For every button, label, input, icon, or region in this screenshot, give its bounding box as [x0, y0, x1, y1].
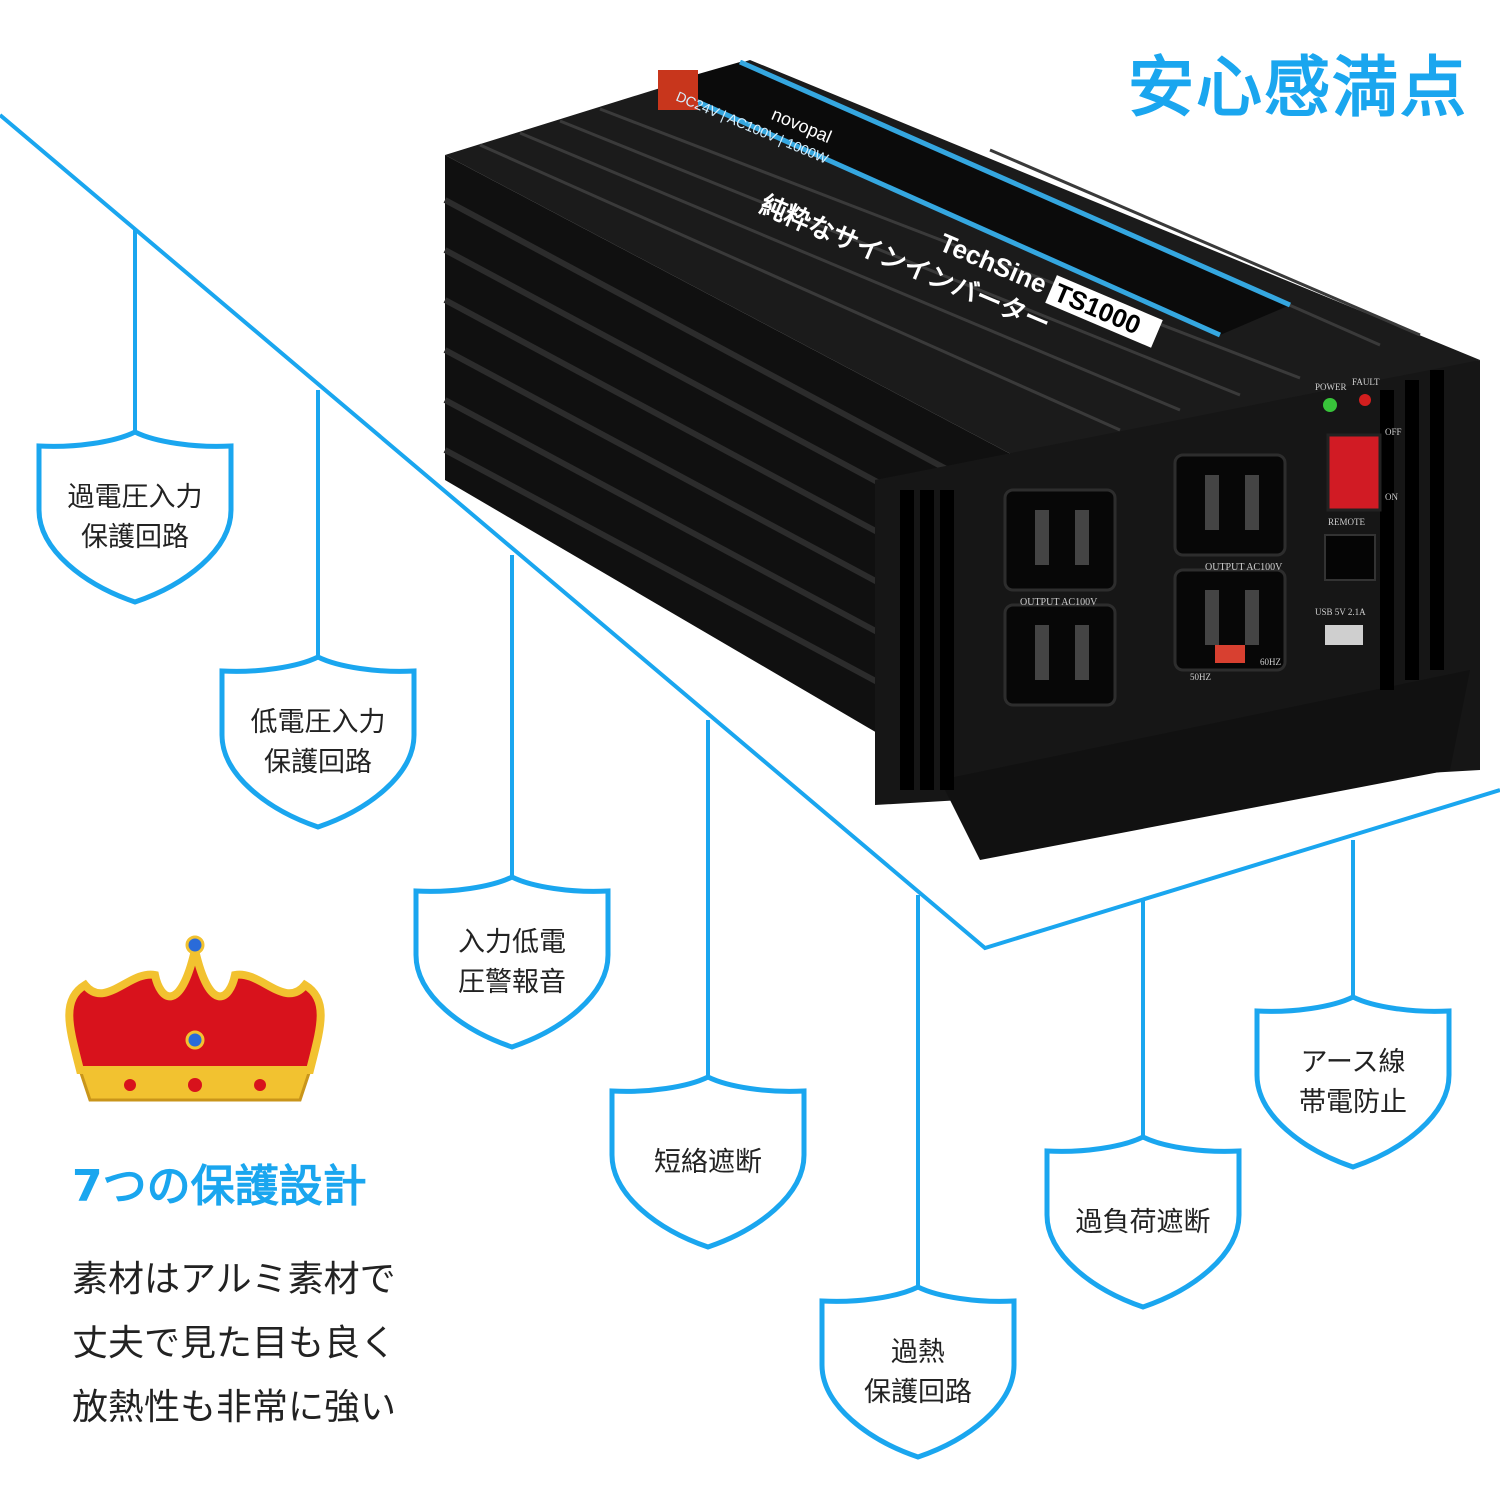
- output-label-2: OUTPUT AC100V: [1205, 562, 1283, 573]
- headline: 安心感満点: [1128, 49, 1468, 126]
- hz50-label: 50HZ: [1190, 672, 1211, 682]
- crown-icon: [65, 935, 325, 1102]
- feature-5-line1: 過熱: [891, 1336, 945, 1368]
- fault-led-label: FAULT: [1352, 377, 1380, 387]
- description-line-2: 丈夫で見た目も良く: [72, 1323, 397, 1364]
- power-led-label: POWER: [1315, 382, 1347, 392]
- off-label: OFF: [1385, 427, 1402, 437]
- feature-2-line2: 保護回路: [264, 746, 372, 778]
- feature-7-line2: 帯電防止: [1299, 1086, 1407, 1118]
- feature-1-line1: 過電圧入力: [67, 481, 203, 513]
- feature-3-line1: 入力低電: [458, 926, 566, 958]
- feature-shield-ground-wire: アース線帯電防止: [1253, 995, 1453, 1170]
- feature-shield-low-voltage-alarm: 入力低電圧警報音: [412, 875, 612, 1050]
- description-line-1: 素材はアルミ素材で: [72, 1259, 396, 1300]
- inverter-product-image: OUTPUT AC100V OUTPUT AC100V POWER FAULT …: [443, 60, 1480, 860]
- on-label: ON: [1385, 492, 1398, 502]
- remote-label: REMOTE: [1328, 517, 1366, 527]
- feature-6-line1: 過負荷遮断: [1075, 1206, 1211, 1238]
- feature-shield-overvoltage: 過電圧入力保護回路: [35, 430, 235, 605]
- feature-3-line2: 圧警報音: [458, 966, 566, 998]
- feature-shield-overheat: 過熱保護回路: [818, 1285, 1018, 1460]
- usb-label: USB 5V 2.1A: [1315, 607, 1366, 617]
- feature-1-line2: 保護回路: [81, 521, 189, 553]
- feature-shield-short-circuit: 短絡遮断: [608, 1075, 808, 1250]
- feature-shield-overload: 過負荷遮断: [1043, 1135, 1243, 1310]
- feature-2-line1: 低電圧入力: [250, 706, 386, 738]
- hz60-label: 60HZ: [1260, 657, 1281, 667]
- description-line-3: 放熱性も非常に強い: [72, 1387, 397, 1428]
- feature-7-line1: アース線: [1300, 1046, 1406, 1078]
- feature-4-line1: 短絡遮断: [654, 1146, 762, 1178]
- output-label-1: OUTPUT AC100V: [1020, 597, 1098, 608]
- material-description: 素材はアルミ素材で 丈夫で見た目も良く 放熱性も非常に強い: [72, 1248, 396, 1440]
- feature-shield-undervoltage: 低電圧入力保護回路: [218, 655, 418, 830]
- feature-5-line2: 保護回路: [864, 1376, 972, 1408]
- protection-subtitle: 7つの保護設計: [72, 1161, 367, 1212]
